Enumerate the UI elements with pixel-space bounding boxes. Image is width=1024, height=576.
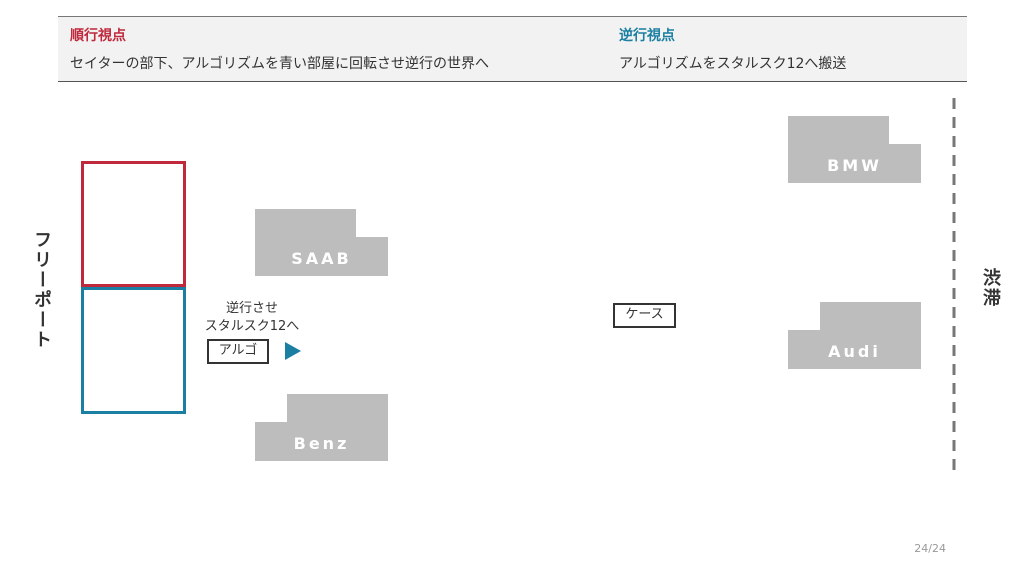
car-benz: Benz (255, 394, 388, 461)
car-audi-label: Audi (828, 342, 881, 361)
car-audi-shape (788, 302, 921, 369)
forward-perspective: 順行視点 セイターの部下、アルゴリズムを青い部屋に回転させ逆行の世界へ (70, 26, 489, 74)
red-room (81, 161, 186, 287)
operation-note: 逆行させ スタルスク12へ (190, 300, 314, 336)
forward-description: セイターの部下、アルゴリズムを青い部屋に回転させ逆行の世界へ (70, 56, 490, 72)
operation-line1: 逆行させ (225, 301, 278, 316)
car-bmw-label: BMW (827, 156, 882, 175)
case-tag: ケース (613, 303, 676, 328)
freeport-label: フリーポート (31, 230, 52, 350)
car-audi: Audi (788, 302, 921, 369)
car-bmw-shape (788, 116, 921, 183)
backward-perspective: 逆行視点 アルゴリズムをスタルスク12へ搬送 (619, 26, 846, 74)
blue-room (81, 287, 186, 414)
operation-line2: スタルスク12へ (204, 319, 300, 334)
play-arrow-icon (285, 342, 301, 360)
algo-tag: アルゴ (207, 339, 269, 364)
car-benz-label: Benz (293, 434, 350, 453)
car-saab-label: SAAB (291, 249, 352, 268)
car-bmw: BMW (788, 116, 921, 183)
car-saab-shape (255, 209, 388, 276)
car-benz-shape (255, 394, 388, 461)
backward-title: 逆行視点 (619, 28, 675, 44)
car-saab: SAAB (255, 209, 388, 276)
traffic-jam-label: 渋滞 (980, 268, 1001, 308)
forward-title: 順行視点 (70, 28, 126, 44)
perspective-header: 順行視点 セイターの部下、アルゴリズムを青い部屋に回転させ逆行の世界へ 逆行視点… (58, 16, 967, 82)
dashed-boundary-line (952, 98, 956, 472)
page-number: 24/24 (914, 542, 946, 555)
backward-description: アルゴリズムをスタルスク12へ搬送 (619, 56, 847, 72)
